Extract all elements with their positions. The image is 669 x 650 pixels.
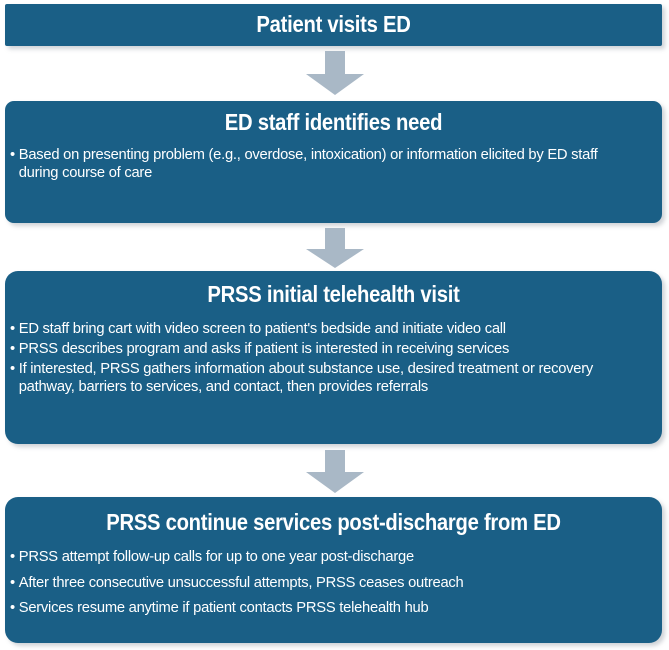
bullet-item: • After three consecutive unsuccessful a… [10, 574, 637, 592]
bullet-glyph: • [10, 319, 15, 337]
bullet-item: • Services resume anytime if patient con… [10, 599, 637, 617]
flow-node-bullet-list: • PRSS attempt follow-up calls for up to… [5, 548, 662, 617]
bullet-text: ED staff bring cart with video screen to… [18, 319, 506, 337]
bullet-text: If interested, PRSS gathers information … [18, 360, 594, 396]
bullet-text: Based on presenting problem (e.g., overd… [18, 145, 598, 181]
bullet-text: Services resume anytime if patient conta… [18, 598, 429, 616]
bullet-glyph: • [10, 339, 15, 357]
bullet-glyph: • [10, 573, 15, 591]
bullet-glyph: • [10, 360, 15, 378]
down-arrow-icon [305, 450, 364, 493]
flow-node-title: ED staff identifies need [224, 109, 443, 135]
down-arrow-icon [305, 51, 364, 95]
bullet-glyph: • [10, 598, 15, 616]
flow-node-ed-staff-identifies-need: ED staff identifies need • Based on pres… [5, 101, 662, 223]
bullet-item: • ED staff bring cart with video screen … [10, 320, 637, 338]
flow-node-title: PRSS initial telehealth visit [207, 281, 460, 307]
flow-node-bullet-list: • Based on presenting problem (e.g., ove… [5, 146, 662, 182]
flow-node-prss-initial-telehealth-visit: PRSS initial telehealth visit • ED staff… [5, 271, 662, 444]
bullet-item: • If interested, PRSS gathers informatio… [10, 360, 637, 396]
bullet-text: PRSS describes program and asks if patie… [18, 339, 510, 357]
flow-node-title: Patient visits ED [256, 11, 411, 37]
bullet-glyph: • [10, 548, 15, 566]
bullet-text: After three consecutive unsuccessful att… [18, 573, 464, 591]
bullet-item: • PRSS attempt follow-up calls for up to… [10, 548, 637, 566]
flow-node-patient-visits-ed: Patient visits ED [5, 4, 662, 46]
flow-node-bullet-list: • ED staff bring cart with video screen … [5, 320, 662, 397]
bullet-item: • Based on presenting problem (e.g., ove… [10, 146, 637, 182]
bullet-glyph: • [10, 145, 15, 163]
bullet-item: • PRSS describes program and asks if pat… [10, 340, 637, 358]
bullet-text: PRSS attempt follow-up calls for up to o… [18, 548, 414, 566]
flow-node-title: PRSS continue services post-discharge fr… [106, 509, 561, 535]
flow-node-prss-continue-services-post-discharge: PRSS continue services post-discharge fr… [5, 497, 662, 643]
down-arrow-icon [305, 228, 364, 268]
